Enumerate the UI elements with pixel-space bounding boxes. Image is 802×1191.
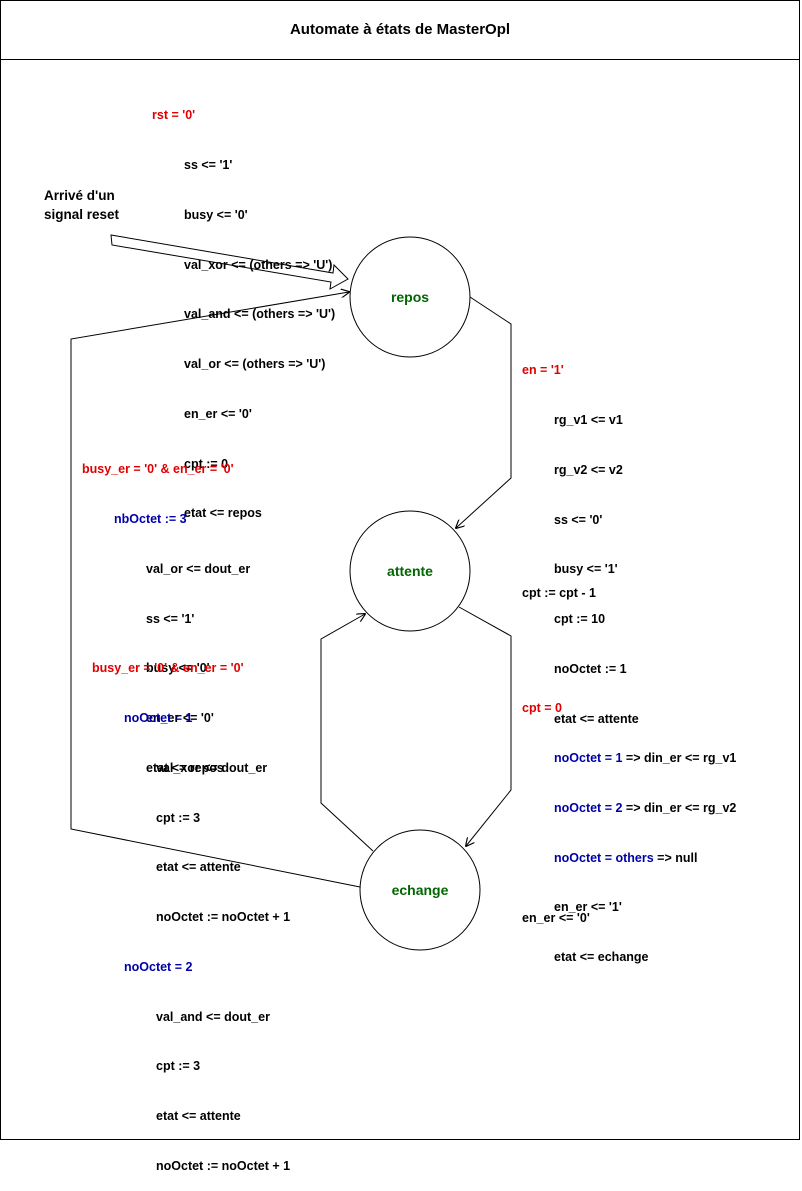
attente-state-action: cpt := cpt - 1 — [522, 552, 596, 618]
transition-action: en_er <= '0' — [146, 711, 214, 726]
case-line: noOctet = 2 => din_er <= rg_v2 — [522, 800, 736, 817]
state-attente — [349, 510, 471, 632]
case-action: => null — [653, 850, 698, 865]
state-diagram: repos attente echange — [70, 234, 512, 951]
transition-action: etat <= attente — [156, 1109, 241, 1124]
reset-action: etat <= repos — [184, 506, 262, 521]
case-condition: noOctet = others — [554, 850, 654, 865]
reset-action: ss <= '1' — [184, 157, 233, 172]
echange-to-repos-block: busy_er = '0' & en_er = '0' nbOctet := 3… — [82, 428, 250, 793]
echange-state-action: en_er <= '0' — [522, 877, 590, 943]
transition-action: val_xor <= dout_er — [156, 760, 268, 775]
transition-action: val_or <= dout_er — [146, 561, 251, 576]
transition-action: etat <= attente — [156, 860, 241, 875]
transition-action: busy <= '0' — [146, 661, 210, 676]
transition-condition: busy_er = '0' & en_er = '0' — [92, 661, 244, 676]
transition-sub-condition: nbOctet := 3 — [114, 511, 187, 526]
transition-action: ss <= '1' — [146, 611, 195, 626]
state-label-attente: attente — [387, 563, 433, 579]
transition-action: rg_v1 <= v1 — [554, 412, 623, 427]
transition-action: rg_v2 <= v2 — [554, 462, 623, 477]
reset-signal-label-line: signal reset — [44, 207, 120, 222]
repos-to-attente-block: en = '1' rg_v1 <= v1 rg_v2 <= v2 ss <= '… — [522, 329, 639, 744]
transition-echange-to-attente — [320, 614, 374, 852]
reset-signal-label: Arrivé d'un signal reset — [44, 186, 119, 224]
state-action: en_er <= '0' — [522, 911, 590, 926]
transition-action: cpt := 10 — [554, 612, 606, 627]
transition-action: etat <= repos — [146, 760, 224, 775]
state-action: cpt := cpt - 1 — [522, 586, 596, 601]
reset-action: cpt := 0 — [184, 456, 229, 471]
echange-to-attente-block: busy_er = '0' & en_er = '0' noOctet = 1 … — [92, 627, 290, 1191]
reset-arrow — [110, 234, 349, 290]
diagram-frame — [0, 0, 800, 1140]
transition-action: etat <= echange — [554, 950, 649, 965]
case-line: noOctet = 1 => din_er <= rg_v1 — [522, 750, 736, 767]
transition-condition: cpt = 0 — [522, 701, 562, 716]
page-title: Automate à états de MasterOpl — [0, 0, 800, 60]
transition-action: cpt := 3 — [156, 810, 201, 825]
case-line: noOctet = others => null — [522, 850, 736, 867]
transition-action: val_and <= dout_er — [156, 1009, 270, 1024]
transition-action: etat <= attente — [554, 711, 639, 726]
reset-action: val_xor <= (others => 'U') — [184, 257, 333, 272]
case-action: => din_er <= rg_v2 — [622, 800, 737, 815]
reset-condition: rst = '0' — [152, 108, 196, 123]
reset-action: en_er <= '0' — [184, 406, 252, 421]
case-condition: noOctet = 2 — [124, 959, 193, 974]
transition-condition: en = '1' — [522, 363, 564, 378]
transition-echange-to-repos — [70, 292, 361, 888]
transition-repos-to-attente — [456, 296, 512, 528]
reset-action: val_and <= (others => 'U') — [184, 307, 336, 322]
transition-attente-to-echange — [458, 606, 512, 846]
transition-action: en_er <= '1' — [554, 900, 622, 915]
state-label-repos: repos — [391, 289, 429, 305]
case-action: => din_er <= rg_v1 — [622, 750, 737, 765]
transition-action: cpt := 3 — [156, 1059, 201, 1074]
transition-action: busy <= '1' — [554, 562, 618, 577]
case-condition: noOctet = 1 — [554, 750, 623, 765]
case-condition: noOctet = 2 — [554, 800, 623, 815]
reset-transition-block: rst = '0' ss <= '1' busy <= '0' val_xor … — [152, 74, 335, 539]
case-condition: noOctet = 1 — [124, 710, 193, 725]
transition-action: noOctet := noOctet + 1 — [156, 1159, 291, 1173]
state-label-echange: echange — [392, 882, 449, 898]
reset-signal-label-line: Arrivé d'un — [44, 188, 115, 203]
reset-action: busy <= '0' — [184, 207, 248, 222]
transition-action: ss <= '0' — [554, 512, 603, 527]
attente-to-echange-block: cpt = 0 noOctet = 1 => din_er <= rg_v1 n… — [522, 667, 736, 982]
transition-action: noOctet := 1 — [554, 661, 627, 676]
state-echange — [359, 829, 481, 951]
reset-action: val_or <= (others => 'U') — [184, 357, 326, 372]
transition-action: noOctet := noOctet + 1 — [156, 910, 291, 925]
transition-condition: busy_er = '0' & en_er = '0' — [82, 462, 234, 477]
